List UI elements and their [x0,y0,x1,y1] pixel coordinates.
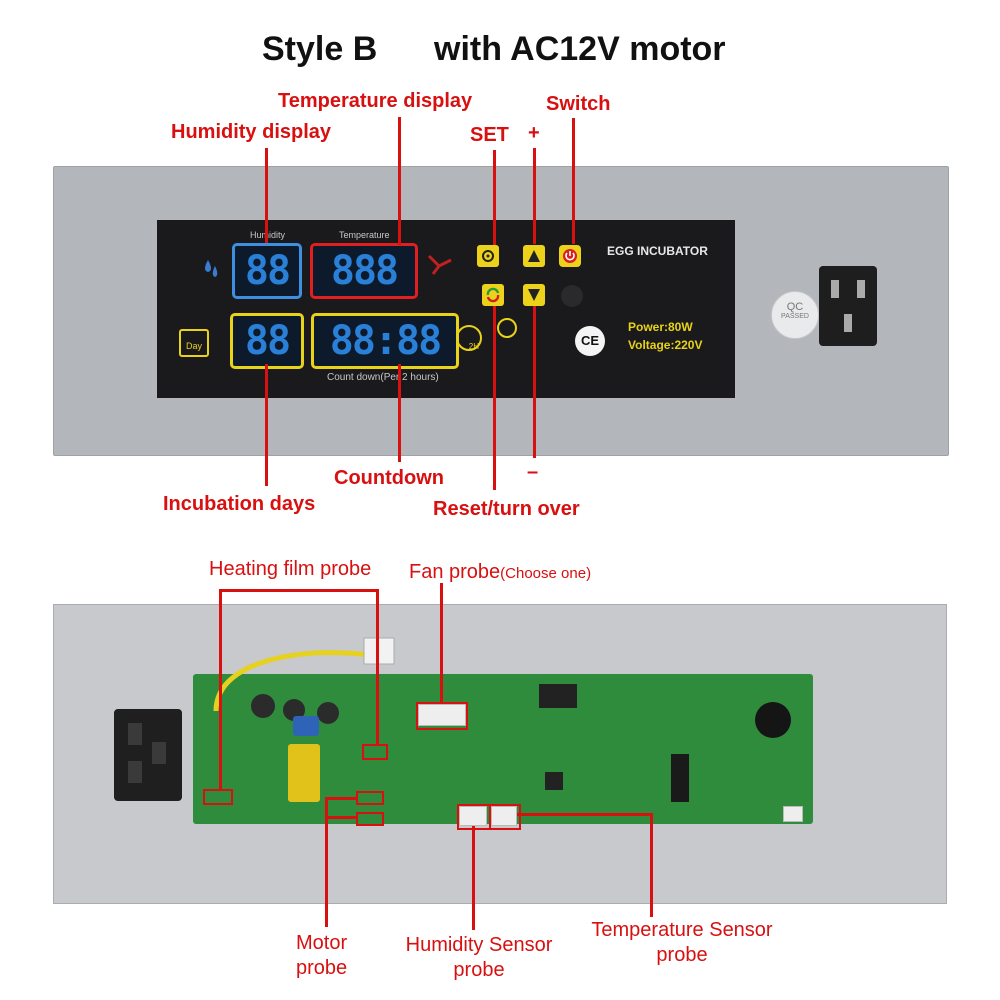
leader-temp-v [650,813,653,917]
heating-film-probe-box [203,789,233,805]
leader-set [493,150,496,245]
leader-switch [572,118,575,244]
label-minus: – [527,461,539,483]
temperature-sensor-box [489,804,521,830]
leader-heating-h [219,589,379,592]
leader-reset [493,306,496,490]
label-heating-film-probe: Heating film probe [209,558,372,580]
title-style: Style B [262,30,378,68]
capacitor [251,694,275,718]
leader-humidity [265,148,268,243]
label-countdown: Countdown [334,467,444,489]
capacitor-blue [293,716,319,736]
display-face: Humidity 88 Temperature 888 Day 88 88:88… [157,220,735,398]
power-icon [563,249,577,263]
power-socket [819,266,877,346]
gears-indicator-icon [497,318,517,338]
circuit-board [193,674,813,824]
brand-label: EGG INCUBATOR [607,244,708,258]
page-title: Style B with AC12V motor [0,30,1000,76]
capacitor [317,702,339,724]
motor-probe-box-2 [356,812,384,826]
leader-heating-right [376,589,379,745]
sensor-window [561,285,583,307]
power-switch-key[interactable] [559,245,581,267]
capacitor [283,699,305,721]
leader-countdown [398,364,401,462]
qc-sticker: QC PASSED [771,291,819,339]
gear-icon [482,250,494,262]
transformer [288,744,320,802]
temperature-connector [491,806,517,826]
leader-days [265,364,268,486]
microcontroller [545,772,563,790]
humidity-drops-icon [202,258,220,280]
turn-timer-icon: 2H [456,325,482,351]
label-set: SET [470,124,509,146]
motor-probe-box [356,791,384,805]
minus-key[interactable] [523,284,545,306]
heating-wire [196,636,406,716]
label-fan-probe: Fan probe(Choose one) [409,561,592,583]
temperature-caption: Temperature [339,230,390,240]
arrow-down-icon [528,289,540,301]
leader-humidity-sensor [472,826,475,930]
chip [671,754,689,802]
power-rating: Power:80W [628,320,693,334]
leader-motor-h2 [325,816,357,819]
fan-connector [418,704,466,726]
label-temperature-display: Temperature display [278,90,473,112]
leader-temperature [398,117,401,245]
title-motor: with AC12V motor [434,30,726,68]
fan-probe-box [416,702,468,730]
label-reset-turn-over: Reset/turn over [433,498,580,520]
buzzer-module [539,684,577,708]
arrow-up-icon [528,250,540,262]
back-power-socket [114,709,182,801]
label-humidity-display: Humidity display [171,121,332,143]
plus-key[interactable] [523,245,545,267]
leader-temp-h [517,813,653,816]
refresh-icon [486,287,500,303]
reset-turn-key[interactable] [482,284,504,306]
heating-film-probe-box-2 [362,744,388,760]
incubation-day-digits: 88 [230,313,304,369]
heater-icon [425,250,455,280]
countdown-digits: 88:88 [311,313,459,369]
leader-plus [533,148,536,244]
humidity-digits: 88 [232,243,302,299]
label-switch: Switch [546,93,611,115]
leader-fan [440,583,443,703]
connector [783,806,803,822]
voltage-rating: Voltage:220V [628,338,703,352]
temperature-digits: 888 [310,243,418,299]
buzzer [755,702,791,738]
humidity-connector [459,806,487,826]
leader-minus [533,306,536,458]
day-calendar-icon: Day [179,329,209,357]
label-plus: + [528,122,540,144]
set-key[interactable] [477,245,499,267]
countdown-caption: Count down(Per 2 hours) [327,372,439,383]
leader-motor-v [325,797,328,927]
leader-motor-h1 [325,797,357,800]
ce-mark: CE [575,326,605,356]
label-incubation-days: Incubation days [163,493,316,515]
leader-heating-left [219,589,222,791]
